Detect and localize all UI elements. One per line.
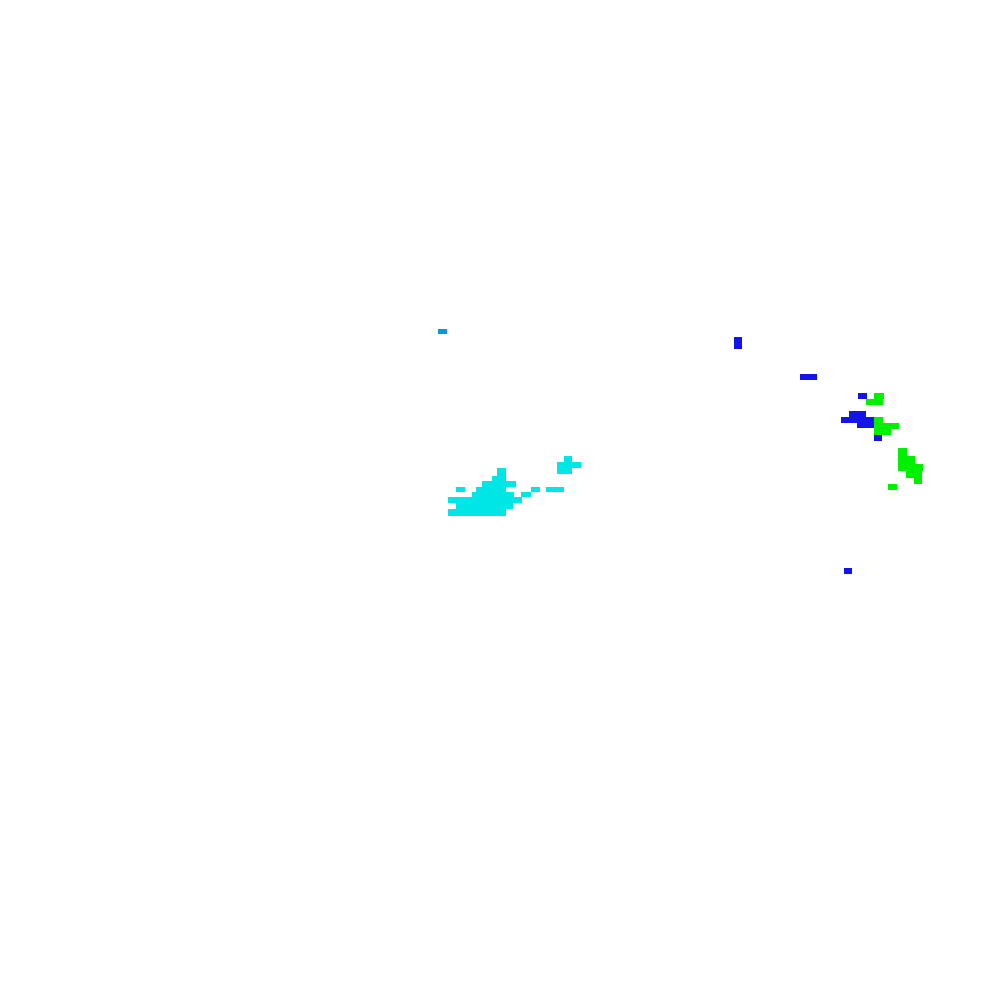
sky-echo-west-cell xyxy=(438,329,447,334)
green-cluster-east xyxy=(866,393,923,490)
cyan-cluster-main-cell xyxy=(476,487,506,492)
cyan-cluster-main-cell xyxy=(497,468,506,476)
green-cluster-east-cell xyxy=(874,429,891,435)
green-cluster-east-cell xyxy=(898,456,915,464)
cyan-cluster-main-cell xyxy=(472,492,514,497)
green-cluster-east-cell xyxy=(866,399,883,405)
blue-cluster-northeast-cell xyxy=(858,393,867,399)
green-cluster-east-cell xyxy=(906,471,922,478)
blue-cluster-northeast-cell xyxy=(857,417,874,428)
sky-echo-west xyxy=(438,329,447,334)
green-cluster-east-cell xyxy=(874,417,883,423)
blue-cluster-northeast xyxy=(734,337,882,441)
blue-echo-south xyxy=(844,568,852,574)
blue-cluster-northeast-cell xyxy=(841,417,857,423)
cyan-cluster-main xyxy=(448,468,564,516)
green-cluster-east-cell xyxy=(898,448,907,456)
green-cluster-east-cell xyxy=(874,423,899,429)
green-cluster-east-cell xyxy=(888,484,897,490)
blue-cluster-northeast-cell xyxy=(734,337,742,349)
blue-cluster-northeast-cell xyxy=(874,434,882,441)
cyan-cluster-small-cell xyxy=(564,456,572,462)
blue-cluster-northeast-cell xyxy=(800,374,817,380)
cyan-cluster-main-cell xyxy=(521,492,531,497)
green-cluster-east-cell xyxy=(874,393,884,399)
cyan-cluster-main-cell xyxy=(448,509,506,516)
blue-cluster-northeast-cell xyxy=(849,411,866,417)
green-cluster-east-cell xyxy=(914,478,922,484)
blue-echo-south-cell xyxy=(844,568,852,574)
cyan-cluster-small-cell xyxy=(557,468,572,474)
cyan-cluster-main-cell xyxy=(531,487,540,492)
cyan-cluster-small xyxy=(557,456,581,474)
cyan-cluster-main-cell xyxy=(456,503,513,509)
cyan-cluster-main-cell xyxy=(456,487,465,492)
cyan-cluster-main-cell xyxy=(492,476,506,481)
cyan-cluster-small-cell xyxy=(557,462,581,468)
cyan-cluster-main-cell xyxy=(448,497,522,503)
green-cluster-east-cell xyxy=(898,464,923,471)
cyan-cluster-main-cell xyxy=(482,481,516,487)
cyan-cluster-main-cell xyxy=(546,487,564,492)
